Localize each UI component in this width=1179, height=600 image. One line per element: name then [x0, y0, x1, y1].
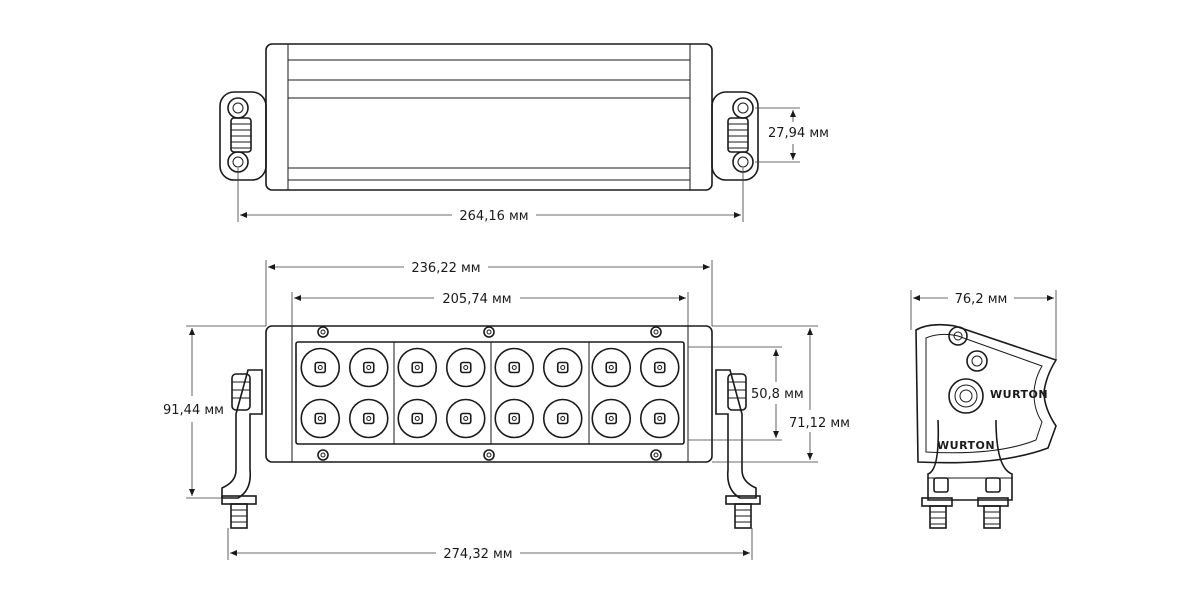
top-view: 264,16 мм 27,94 мм	[219, 43, 829, 224]
side-view: WURTON WURTON 76,2 мм	[910, 290, 1058, 529]
dim-body-height: 71,12 мм	[789, 416, 850, 431]
led-cell	[445, 347, 486, 388]
dim-outer-width: 236,22 мм	[411, 261, 480, 276]
screw	[483, 449, 495, 461]
dim-top-width: 264,16 мм	[459, 209, 528, 224]
led-cell	[639, 398, 680, 439]
brand-label-lower: WURTON	[937, 439, 995, 452]
led-cell	[348, 398, 389, 439]
left-bracket	[219, 91, 267, 181]
dim-top-height: 27,94 мм	[768, 126, 829, 141]
led-cell	[445, 398, 486, 439]
led-cell	[542, 398, 583, 439]
led-cell	[542, 347, 583, 388]
led-cell	[591, 398, 632, 439]
dim-side-depth: 76,2 мм	[955, 292, 1008, 307]
led-cell	[591, 347, 632, 388]
brand-label-upper: WURTON	[990, 388, 1048, 401]
led-cell	[300, 398, 341, 439]
dim-mount-width: 274,32 мм	[443, 547, 512, 562]
screw	[650, 326, 662, 338]
screw	[317, 449, 329, 461]
led-cell	[494, 398, 535, 439]
led-cell	[397, 398, 438, 439]
front-view: 236,22 мм 205,74 мм 274,32 мм 91,44 мм 5…	[163, 260, 850, 562]
left-mount	[221, 369, 263, 529]
led-cell	[639, 347, 680, 388]
led-cell	[494, 347, 535, 388]
dim-total-height: 91,44 мм	[163, 403, 224, 418]
screw	[317, 326, 329, 338]
led-grid	[300, 347, 680, 439]
right-mount	[715, 369, 761, 529]
screw	[483, 326, 495, 338]
led-cell	[300, 347, 341, 388]
led-cell	[397, 347, 438, 388]
screw	[650, 449, 662, 461]
right-bracket	[711, 91, 759, 181]
dim-lens-height: 50,8 мм	[751, 387, 804, 402]
led-cell	[348, 347, 389, 388]
dim-lens-width: 205,74 мм	[442, 292, 511, 307]
